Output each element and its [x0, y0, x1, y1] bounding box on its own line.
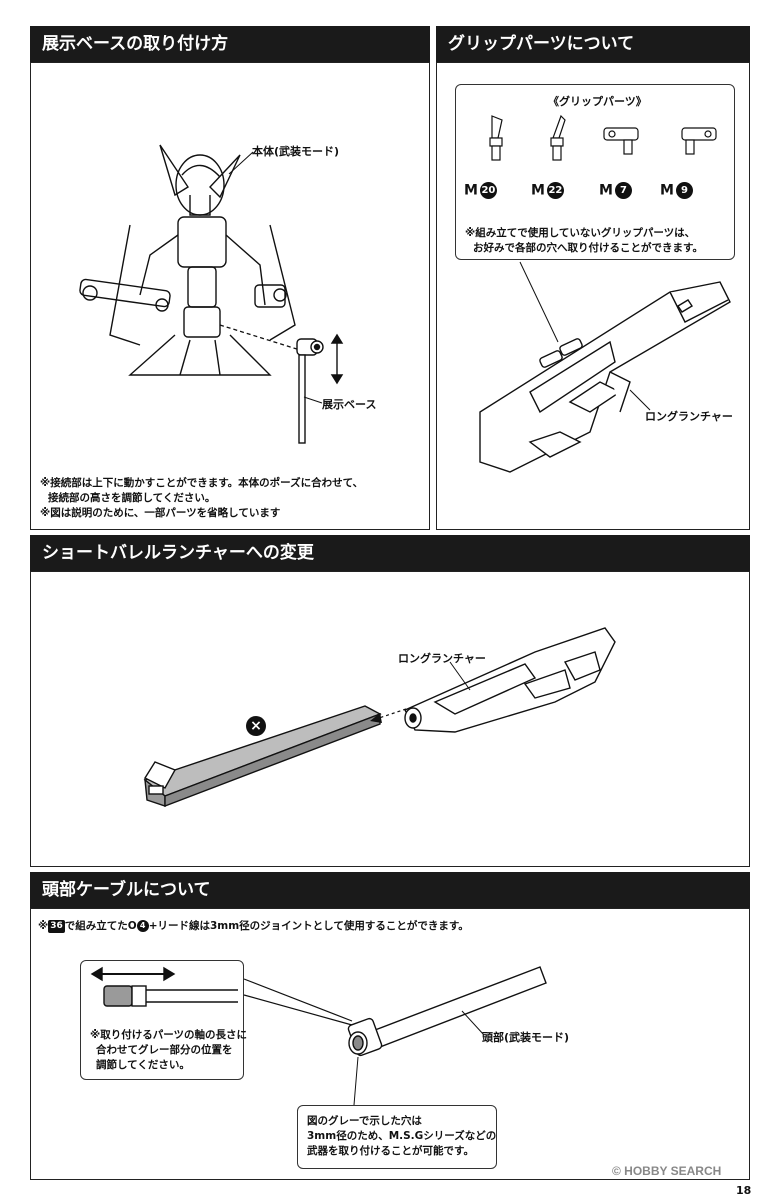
part-number-badge: 22 [546, 182, 564, 199]
part-number-badge: 4 [136, 920, 149, 932]
grip-part-m9-icon [681, 127, 717, 155]
display-base-header: 展示ベースの取り付け方 [30, 26, 430, 62]
display-base-note-3: ※図は説明のために、一部パーツを省略しています [40, 507, 281, 519]
hole-callout-line-2: 3mm径のため、M.S.Gシリーズなどの [307, 1130, 497, 1142]
head-cable-header: 頭部ケーブルについて [30, 872, 750, 908]
adjust-callout-line-1: ※取り付けるパーツの軸の長さに [90, 1029, 247, 1041]
display-base-note-2: 接続部の高さを調節してください。 [48, 492, 216, 504]
hole-callout-line-1: 図のグレーで示した穴は [307, 1115, 422, 1127]
base-leader-line [303, 396, 323, 404]
grip-parts-title: グリップパーツについて [448, 34, 635, 54]
grip-parts-header: グリップパーツについて [436, 26, 750, 62]
grip-launcher-label: ロングランチャー [645, 410, 733, 423]
remove-mark-icon: × [246, 716, 266, 736]
adjust-callout-line-3: 調節してください。 [96, 1059, 190, 1071]
short-launcher-leader-line [449, 661, 471, 691]
grip-part-m20-icon [489, 115, 503, 161]
grip-part-m7-icon [603, 127, 639, 155]
display-base-title: 展示ベースの取り付け方 [42, 34, 229, 54]
part-number-badge: 20 [479, 182, 497, 199]
short-barrel-header: ショートバレルランチャーへの変更 [30, 535, 750, 571]
short-barrel-title: ショートバレルランチャーへの変更 [42, 543, 314, 563]
body-leader-line [228, 151, 254, 175]
hole-callout [297, 1105, 497, 1169]
long-launcher-illustration [479, 261, 731, 473]
part-number-badge: 9 [675, 182, 693, 199]
short-barrel-panel [30, 571, 750, 867]
grip-callout-note-2: お好みで各部の穴へ取り付けることができます。 [473, 242, 703, 254]
hole-callout-line-3: 武器を取り付けることが可能です。 [307, 1145, 474, 1157]
grip-callout-note-1: ※組み立てで使用していないグリップパーツは、 [465, 227, 696, 239]
adjust-callout [80, 960, 244, 1080]
short-barrel-illustration [143, 705, 382, 808]
step-number-badge: 36 [48, 919, 65, 933]
head-cable-title: 頭部ケーブルについて [42, 880, 211, 900]
grip-callout-title: 《グリップパーツ》 [548, 95, 647, 108]
base-label: 展示ベース [322, 398, 377, 411]
head-label: 頭部(武装モード) [482, 1031, 570, 1044]
grip-parts-callout [455, 84, 735, 260]
long-launcher-short-section-illustration [404, 627, 616, 733]
display-base-stand [296, 333, 344, 444]
head-cable-illustration [243, 966, 547, 1106]
display-base-note-1: ※接続部は上下に動かすことができます。本体のポーズに合わせて、 [40, 477, 364, 489]
adjust-callout-line-2: 合わせてグレー部分の位置を [96, 1044, 233, 1056]
robot-illustration [79, 144, 301, 376]
short-section-launcher-label: ロングランチャー [398, 652, 486, 665]
part-number-badge: 7 [614, 182, 632, 199]
attach-arrow [370, 708, 407, 723]
page-number: 18 [736, 1184, 752, 1197]
grip-part-m22-icon [550, 114, 566, 161]
adjust-callout-illustration [90, 966, 238, 1007]
body-label: 本体(武装モード) [252, 145, 340, 158]
watermark: © HOBBY SEARCH [612, 1164, 722, 1178]
